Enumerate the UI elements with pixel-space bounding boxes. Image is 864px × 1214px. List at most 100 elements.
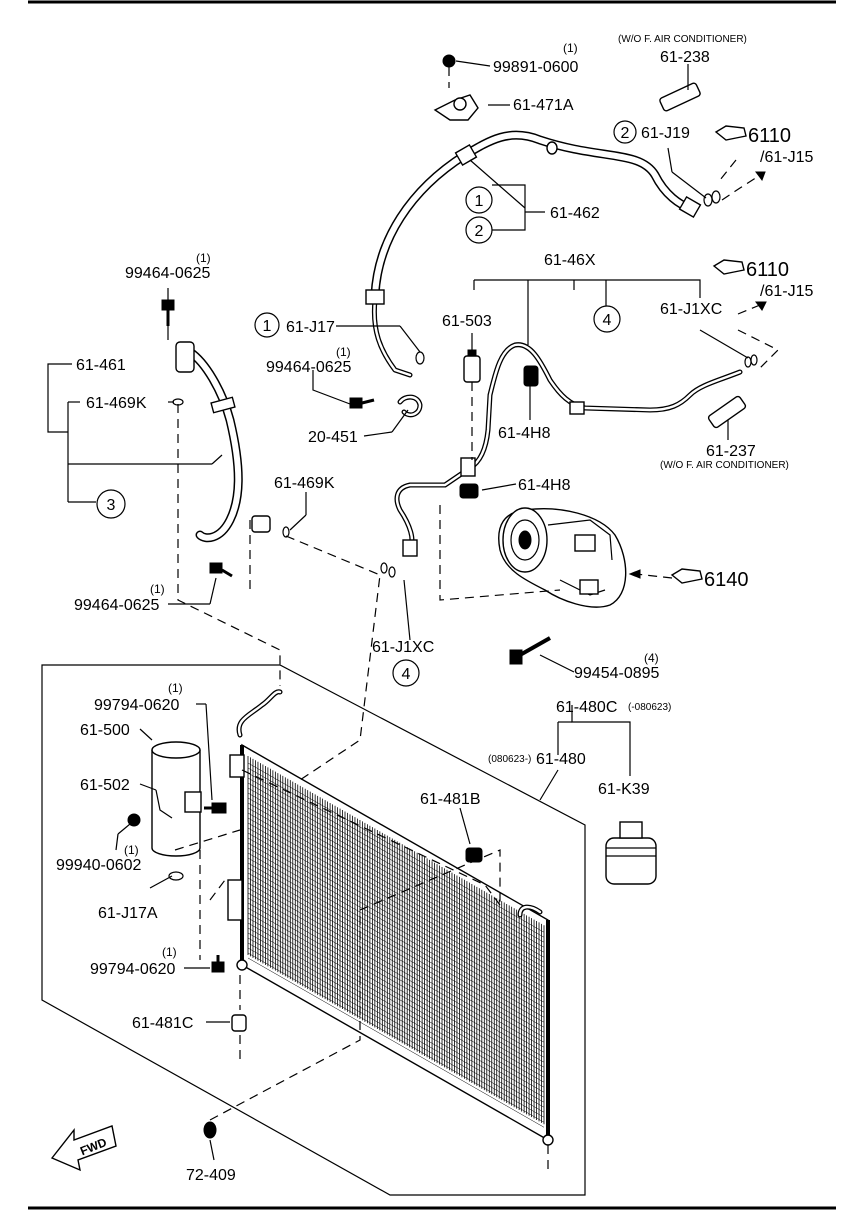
condenser-tube: [247, 867, 545, 1038]
label-61-J1XC-b: 61-J1XC: [372, 639, 434, 656]
pipe-assembly-61-46X: [394, 342, 743, 557]
hand-pointer-icon: [712, 259, 745, 275]
label-99794-0620-a: 99794-0620: [94, 697, 180, 714]
svg-text:1: 1: [475, 193, 484, 210]
clamp-20-451: [397, 394, 423, 418]
label-61-238: 61-238: [660, 49, 710, 66]
oring-61-J17A: [168, 871, 184, 881]
label-61-J19: 61-J19: [641, 125, 690, 142]
condenser-tube: [247, 832, 545, 1003]
qty-99464-a: (1): [196, 251, 211, 265]
nut-99940-0602: [127, 813, 141, 827]
condenser-tube: [247, 837, 545, 1008]
condenser-tube: [247, 932, 545, 1103]
label-61-471A: 61-471A: [513, 97, 574, 114]
condenser-tube: [247, 897, 545, 1068]
suction-hose: [175, 341, 271, 543]
condenser-tube: [247, 957, 545, 1128]
oring-61-J17: [415, 351, 425, 365]
qty-99454: (4): [644, 651, 659, 665]
label-61-480: 61-480: [536, 751, 586, 768]
bolt-99794-0620-a: [204, 802, 227, 814]
label-61-J17A: 61-J17A: [98, 905, 158, 922]
note-61-480C: (-080623): [628, 702, 671, 713]
leader-lines: [47, 60, 780, 1170]
label-61-500: 61-500: [80, 722, 130, 739]
svg-text:1: 1: [263, 318, 272, 335]
condenser-tube: [247, 902, 545, 1073]
label-61-503: 61-503: [442, 313, 492, 330]
condenser: [227, 689, 554, 1146]
svg-text:2: 2: [621, 125, 630, 142]
label-61-J17: 61-J17: [286, 319, 335, 336]
condenser-tube: [247, 792, 545, 963]
label-99454-0895: 99454-0895: [574, 665, 660, 682]
callout-2-b: 2: [613, 120, 637, 144]
condenser-tube: [247, 882, 545, 1053]
qty-99794-b: (1): [162, 945, 177, 959]
clamp-61-4H8-b: [459, 483, 479, 499]
ref-6110-a: 6110: [748, 125, 791, 147]
condenser-tube: [247, 772, 545, 943]
drier-cartridge: [605, 821, 657, 885]
fitting-61-237: [707, 395, 747, 429]
orings-61-J1XC-b: [380, 562, 396, 578]
label-61-K39: 61-K39: [598, 781, 650, 798]
bolt-99464-0625-a: [161, 299, 175, 326]
qty-99464-b: (1): [336, 345, 351, 359]
orings-61-J1XC-a: [744, 354, 758, 368]
label-61-502: 61-502: [80, 777, 130, 794]
callout-2-a: 2: [465, 216, 493, 244]
condenser-tube: [247, 807, 545, 978]
callout-1-b: 1: [254, 312, 280, 338]
label-61-461: 61-461: [76, 357, 126, 374]
condenser-tube: [247, 802, 545, 973]
clamp-61-4H8-a: [523, 365, 539, 387]
condenser-tube: [247, 847, 545, 1018]
condenser-tube: [247, 947, 545, 1118]
cushion-61-481B: [465, 847, 483, 863]
clip-72-409: [203, 1121, 217, 1139]
condenser-tube: [247, 862, 545, 1033]
condenser-tube: [247, 782, 545, 953]
qty-99891: (1): [563, 41, 578, 55]
svg-text:4: 4: [402, 666, 411, 683]
label-61-481B: 61-481B: [420, 791, 481, 808]
cushion-61-481C: [231, 1014, 247, 1032]
oring-61-469K-b: [282, 526, 290, 538]
label-99940-0602: 99940-0602: [56, 857, 142, 874]
note-wo-f-air-top: (W/O F. AIR CONDITIONER): [618, 34, 747, 45]
condenser-tube: [247, 877, 545, 1048]
condenser-tube: [247, 817, 545, 988]
label-99464-0625-a: 99464-0625: [125, 265, 211, 282]
condenser-tube: [247, 927, 545, 1098]
qty-99794-a: (1): [168, 681, 183, 695]
callout-3: 3: [96, 489, 126, 519]
callout-4-a: 4: [593, 305, 621, 333]
qty-99464-c: (1): [150, 582, 165, 596]
condenser-tube: [247, 942, 545, 1113]
condenser-tube: [247, 907, 545, 1078]
label-61-481C: 61-481C: [132, 1015, 193, 1032]
label-61-469K-a: 61-469K: [86, 395, 147, 412]
callout-1-a: 1: [465, 186, 493, 214]
condenser-group-box: [41, 664, 586, 1196]
fitting-61-238: [659, 82, 701, 112]
discharge-hose: [365, 130, 702, 378]
condenser-tube: [247, 787, 545, 958]
ref-6140: 6140: [704, 569, 749, 591]
svg-text:3: 3: [107, 497, 116, 514]
label-99794-0620-b: 99794-0620: [90, 961, 176, 978]
svg-text:4: 4: [603, 312, 612, 329]
callout-4-b: 4: [392, 659, 420, 687]
label-99891-0600: 99891-0600: [493, 59, 579, 76]
fwd-arrow-icon: FWD: [50, 1125, 117, 1172]
label-20-451: 20-451: [308, 429, 358, 446]
condenser-tube: [247, 852, 545, 1023]
condenser-tube: [247, 812, 545, 983]
hand-pointer-icon: [714, 125, 747, 141]
ref-61-J15-a: /61-J15: [760, 149, 813, 166]
bolt-99794-0620-b: [211, 955, 225, 973]
label-99464-0625-b: 99464-0625: [266, 359, 352, 376]
